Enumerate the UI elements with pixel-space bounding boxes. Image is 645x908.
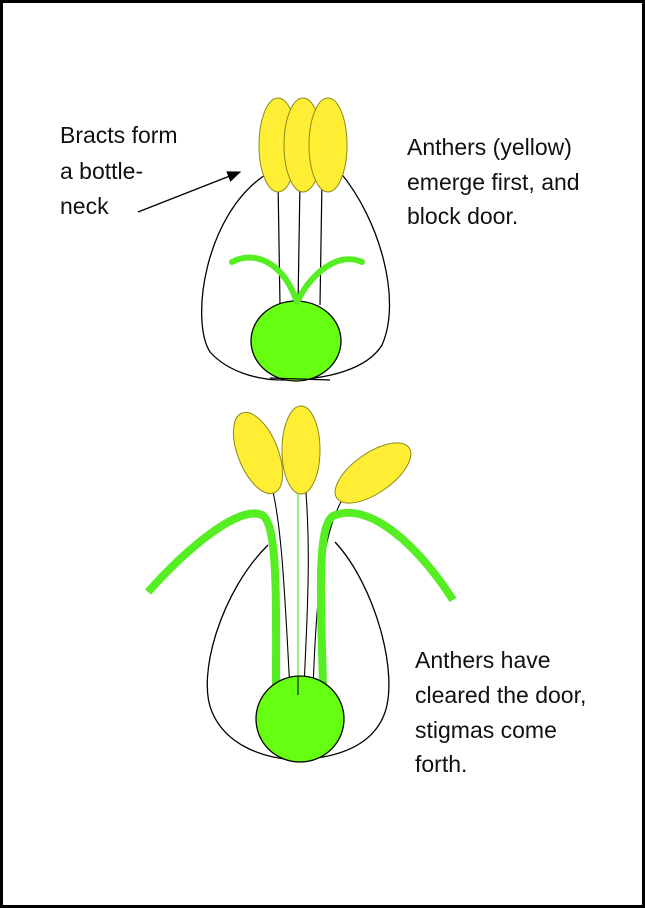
anther: [334, 442, 412, 504]
bracts-label-line: neck: [60, 193, 109, 219]
bottleneck-arrow: [137, 171, 242, 213]
stage2-label: Anthers have cleared the door, stigmas c…: [415, 647, 593, 777]
stage1-flower: [201, 97, 391, 382]
stage2-stigma-left: [145, 509, 281, 691]
stage2-bract-right: [295, 541, 390, 761]
stage1-anthers: [258, 97, 348, 193]
stage1-ovary: [250, 300, 342, 382]
stage2-label-line: Anthers have: [415, 647, 551, 673]
stage1-filaments: [277, 179, 323, 306]
stage1-label-line: block door.: [407, 203, 518, 229]
bracts-label-line: a bottle-: [60, 158, 143, 184]
stage1-stigma-right: [294, 256, 365, 305]
stage1-bract: [201, 171, 391, 381]
stage1-label: Anthers (yellow) emerge first, and block…: [407, 134, 586, 229]
stage2-anthers: [232, 405, 412, 504]
bracts-label: Bracts form a bottle- neck: [60, 122, 184, 219]
stage2-stigma-right: [316, 508, 457, 691]
stage2-ovary: [255, 675, 345, 763]
stage1-label-line: Anthers (yellow): [407, 134, 572, 160]
anther: [308, 97, 348, 193]
anther: [232, 411, 284, 495]
stage2-label-line: forth.: [415, 751, 467, 777]
stage2-flower: [145, 405, 457, 763]
anther: [281, 405, 321, 495]
stage1-label-line: emerge first, and: [407, 169, 580, 195]
stage1-stigma-left: [229, 254, 300, 305]
stage2-label-line: stigmas come: [415, 717, 557, 743]
stage2-bract: [206, 544, 297, 761]
stage2-label-line: cleared the door,: [415, 682, 586, 708]
bracts-label-line: Bracts form: [60, 122, 178, 148]
